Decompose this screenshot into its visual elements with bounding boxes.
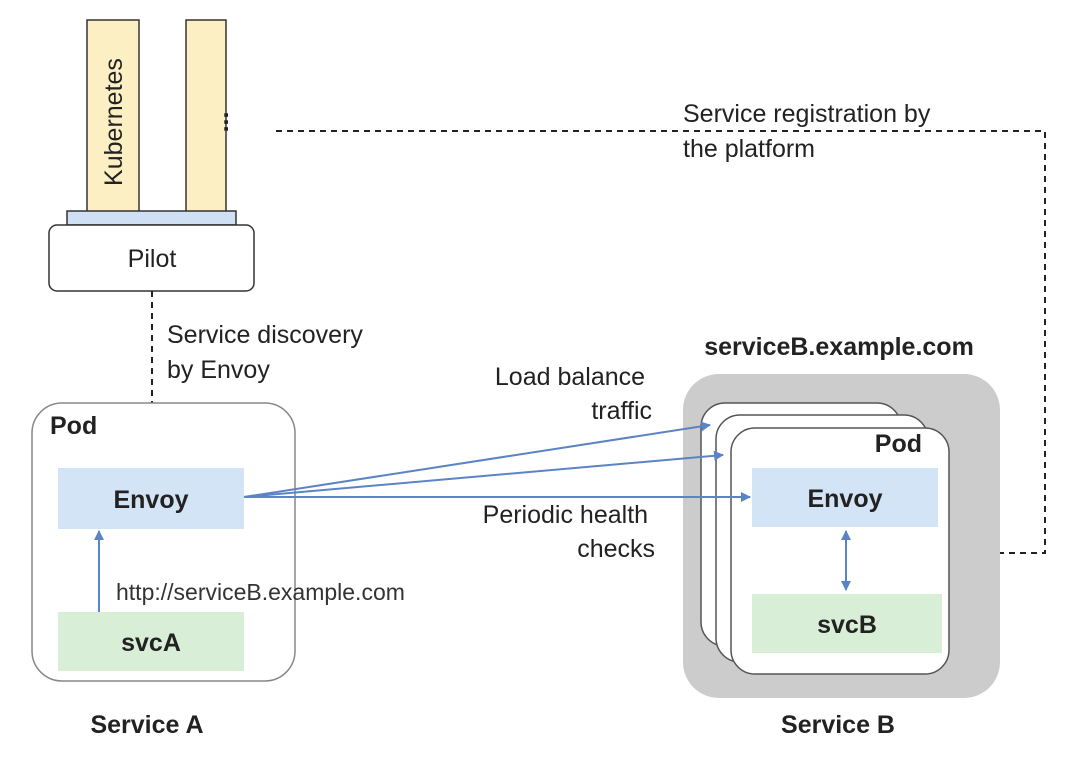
other-registry-column [185,19,227,213]
service-a-envoy [58,468,244,529]
service-a-pod: Pod Envoy svcA [31,402,296,682]
service-a-app [58,612,244,671]
platform-bar [66,210,237,226]
service-b-pod-label: Pod [875,430,922,458]
pilot-box: Pilot [48,224,255,292]
service-registry: Kubernetes ... [66,19,237,226]
service-a-envoy-label: Envoy [113,486,188,514]
request-url-label: http://serviceB.example.com [116,579,405,605]
health-checks-label: Periodic health checks [483,501,655,563]
kubernetes-label: Kubernetes [100,58,128,186]
service-discovery-label: Service discovery by Envoy [167,321,370,384]
service-b-dns-name: serviceB.example.com [704,333,974,361]
service-a-pod-label: Pod [50,412,97,440]
service-b-envoy [752,468,938,527]
ellipsis-label: ... [206,112,234,133]
service-registration-label: Service registration by the platform [683,100,937,163]
pilot-label: Pilot [128,245,177,273]
service-b-app-label: svcB [817,611,877,639]
service-b-envoy-label: Envoy [807,485,882,513]
service-b-pod: Pod Envoy svcB [730,427,950,675]
traffic-arrow-pod-2 [243,450,724,498]
service-a-app-label: svcA [121,629,181,657]
service-registration-line [276,130,1046,554]
service-b-app [752,594,942,653]
service-a-caption: Service A [90,711,203,739]
traffic-arrow-pod-1 [243,421,711,498]
kubernetes-column [86,19,140,213]
load-balance-label: Load balance traffic [495,363,652,425]
service-b-caption: Service B [781,711,895,739]
